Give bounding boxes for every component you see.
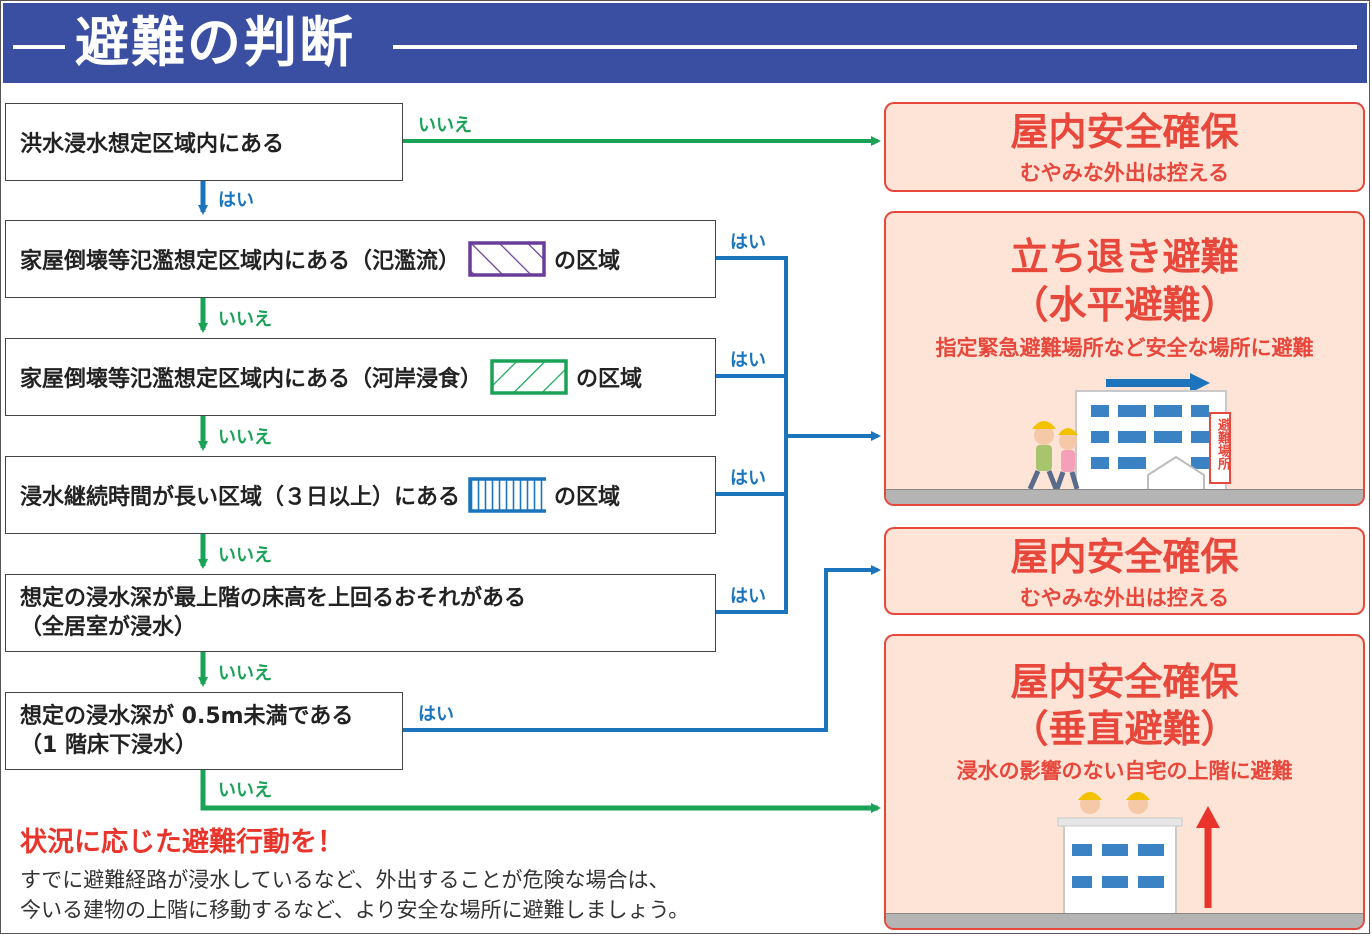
question-collapse-overflow: 家屋倒壊等氾濫想定区域内にある（氾濫流） の区域 <box>5 220 716 298</box>
question-collapse-erosion-text: 家屋倒壊等氾濫想定区域内にある（河岸浸食） <box>20 367 483 392</box>
label-yes-q4: はい <box>730 468 766 489</box>
question-flood-zone-text: 洪水浸水想定区域内にある <box>20 132 285 157</box>
question-under-half-meter: 想定の浸水深が 0.5m未満である （1 階床下浸水） <box>5 692 403 770</box>
question-above-top-floor: 想定の浸水深が最上階の床高を上回るおそれがある （全居室が浸水） <box>5 574 716 652</box>
label-yes-q2: はい <box>730 232 766 253</box>
green-hatch-swatch <box>490 359 568 395</box>
evacuation-site-sign: 避難場所 <box>1215 418 1230 470</box>
label-yes-q5: はい <box>730 586 766 607</box>
label-no-q4: いいえ <box>218 545 272 566</box>
result-stay-indoors-1-title: 屋内安全確保 <box>1010 110 1239 154</box>
result-horizontal-title: 立ち退き避難 <box>1010 235 1239 279</box>
header-banner: 避難の判断 <box>3 3 1367 83</box>
result-stay-indoors-2-sub: むやみな外出は控える <box>1019 586 1230 610</box>
vertical-illustration <box>1057 792 1220 919</box>
result-vertical-desc: 浸水の影響のない自宅の上階に避難 <box>956 759 1293 783</box>
label-no-q1: いいえ <box>418 115 472 136</box>
note-line-1: すでに避難経路が浸水しているなど、外出することが危険な場合は、 <box>20 868 670 892</box>
header-line-right <box>393 45 1357 49</box>
question-collapse-erosion-suffix: の区域 <box>576 367 643 392</box>
question-under-half-meter-line2: （1 階床下浸水） <box>20 733 197 758</box>
result-stay-indoors-2-title: 屋内安全確保 <box>1010 535 1239 579</box>
question-flood-zone: 洪水浸水想定区域内にある <box>5 103 403 181</box>
evacuation-illustration <box>1027 373 1231 494</box>
result-vertical-evacuation: 屋内安全確保 （垂直避難） 浸水の影響のない自宅の上階に避難 <box>884 634 1365 930</box>
result-horizontal-desc: 指定緊急避難場所など安全な場所に避難 <box>935 336 1314 360</box>
arrow-yes-bus <box>716 256 788 614</box>
header-line-left <box>13 45 65 49</box>
label-yes-q1: はい <box>218 190 254 211</box>
ground-vertical <box>886 913 1363 928</box>
question-under-half-meter-line1: 想定の浸水深が 0.5m未満である <box>20 704 354 729</box>
ground-horizontal <box>886 489 1363 504</box>
question-collapse-overflow-suffix: の区域 <box>554 249 621 274</box>
note-line-2: 今いる建物の上階に移動するなど、より安全な場所に避難しましょう。 <box>20 898 690 922</box>
result-stay-indoors-1: 屋内安全確保 むやみな外出は控える <box>884 102 1365 192</box>
page-title: 避難の判断 <box>75 11 355 74</box>
note-title: 状況に応じた避難行動を！ <box>20 827 344 858</box>
result-vertical-subtitle: （垂直避難） <box>1010 707 1239 751</box>
question-collapse-overflow-text: 家屋倒壊等氾濫想定区域内にある（氾濫流） <box>20 249 461 274</box>
question-long-duration-text: 浸水継続時間が長い区域（３日以上）にある <box>20 485 461 510</box>
result-stay-indoors-2: 屋内安全確保 むやみな外出は控える <box>884 527 1365 615</box>
result-horizontal-evacuation: 立ち退き避難 （水平避難） 指定緊急避難場所など安全な場所に避難 避難場所 <box>884 211 1365 506</box>
label-no-q6: いいえ <box>218 780 272 801</box>
blue-stripe-swatch <box>468 477 547 513</box>
question-above-top-floor-line1: 想定の浸水深が最上階の床高を上回るおそれがある <box>20 586 527 611</box>
question-collapse-erosion: 家屋倒壊等氾濫想定区域内にある（河岸浸食） の区域 <box>5 338 716 416</box>
question-long-duration-suffix: の区域 <box>554 485 621 510</box>
purple-hatch-swatch <box>468 241 546 277</box>
result-stay-indoors-1-sub: むやみな外出は控える <box>1019 161 1230 185</box>
label-no-q5: いいえ <box>218 663 272 684</box>
result-horizontal-subtitle: （水平避難） <box>1010 283 1239 327</box>
question-above-top-floor-line2: （全居室が浸水） <box>20 615 197 640</box>
question-long-duration: 浸水継続時間が長い区域（３日以上）にある の区域 <box>5 456 716 534</box>
label-no-q3: いいえ <box>218 427 272 448</box>
label-yes-q3: はい <box>730 350 766 371</box>
arrow-q6-yes <box>403 565 881 732</box>
label-no-q2: いいえ <box>218 309 272 330</box>
label-yes-q6: はい <box>418 704 454 725</box>
arrow-q6-no <box>200 770 881 813</box>
result-vertical-title: 屋内安全確保 <box>1010 660 1239 704</box>
